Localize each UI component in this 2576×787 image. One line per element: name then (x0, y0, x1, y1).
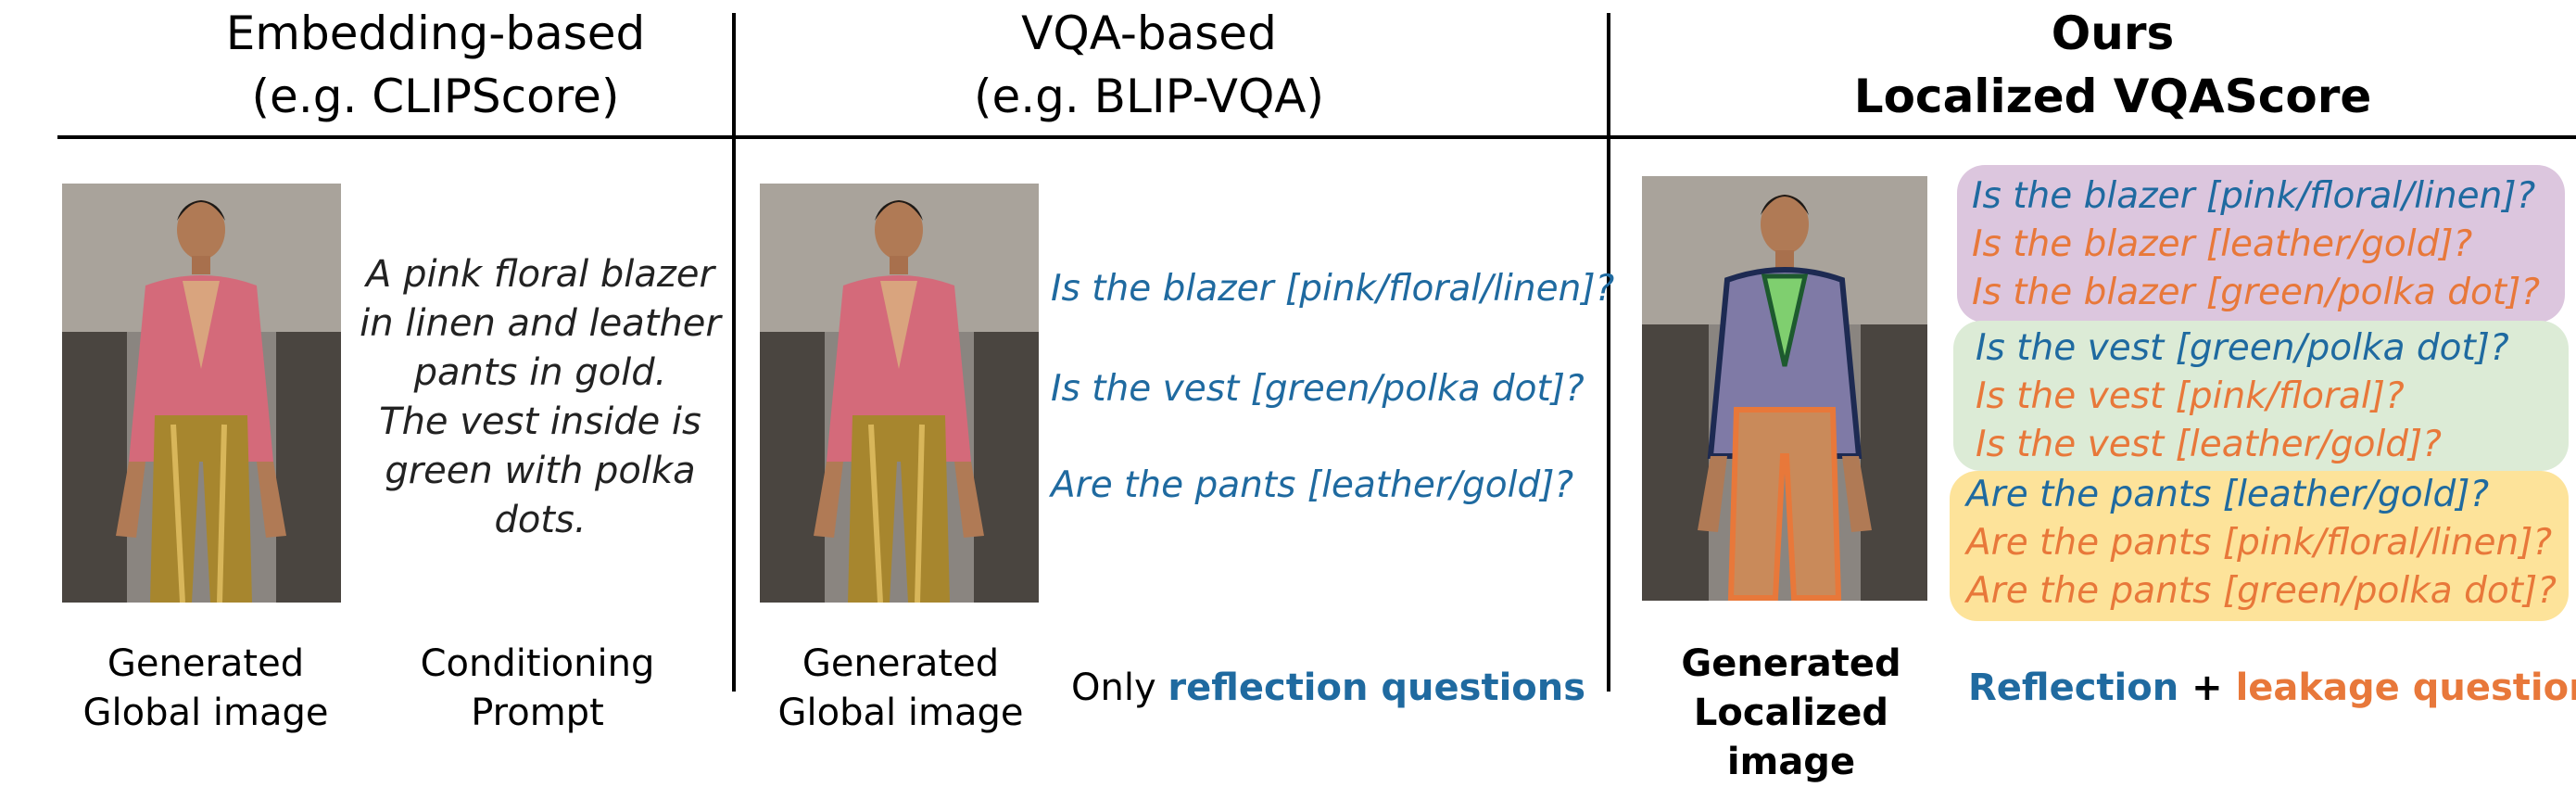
blazer-leakage-question-1: Is the blazer [leather/gold]? (1972, 223, 2473, 265)
divider-1 (732, 13, 736, 692)
generated-global-image-1 (62, 184, 341, 603)
vqa-question-pants: Are the pants [leather/gold]? (1051, 464, 1574, 506)
pants-leakage-question-2: Are the pants [green/polka dot]? (1966, 570, 2557, 612)
pants-question-group (1950, 471, 2569, 621)
caption-generated-localized-line2: Localized image (1693, 692, 1889, 783)
generated-global-image-2 (760, 184, 1039, 603)
caption-generated-global-2-line1: Generated (802, 642, 1000, 685)
header-embedding: Embedding-based (e.g. CLIPScore) (56, 2, 815, 128)
only-reflection-bold: reflection questions (1168, 666, 1586, 709)
caption-conditioning-prompt-line2: Prompt (471, 692, 604, 734)
vest-leakage-question-2: Is the vest [leather/gold]? (1976, 424, 2442, 465)
vest-leakage-question-1: Is the vest [pink/floral]? (1976, 375, 2405, 417)
only-prefix: Only (1071, 666, 1168, 709)
conditioning-prompt: A pink floral blazer in linen and leathe… (350, 250, 730, 545)
blazer-question-group (1957, 165, 2565, 323)
header-ours-line2: Localized VQAScore (1853, 70, 2372, 123)
blazer-reflection-question: Is the blazer [pink/floral/linen]? (1972, 175, 2536, 217)
caption-generated-global-1: Generated Global image (57, 640, 354, 738)
prompt-line-3: pants in gold. (413, 351, 667, 394)
caption-conditioning-prompt: Conditioning Prompt (389, 640, 686, 738)
caption-reflection-leakage: Reflection + leakage questions (1968, 664, 2576, 713)
header-ours: Ours Localized VQAScore (1612, 2, 2576, 128)
header-embedding-line2: (e.g. CLIPScore) (251, 70, 620, 123)
header-ours-line1: Ours (2051, 6, 2175, 60)
prompt-line-2: in linen and leather (360, 302, 721, 345)
reflection-word: Reflection (1968, 666, 2179, 709)
pants-reflection-question: Are the pants [leather/gold]? (1966, 474, 2490, 515)
caption-generated-global-1-line1: Generated (107, 642, 305, 685)
caption-generated-localized: Generated Localized image (1629, 640, 1953, 787)
divider-2 (1607, 13, 1610, 692)
vqa-question-vest: Is the vest [green/polka dot]? (1051, 368, 1585, 410)
header-vqa-line2: (e.g. BLIP-VQA) (973, 70, 1325, 123)
prompt-line-5: green with polka (385, 450, 696, 492)
vest-question-group (1953, 321, 2569, 471)
leakage-word: leakage questions (2235, 666, 2576, 709)
header-embedding-line1: Embedding-based (225, 6, 646, 60)
vest-reflection-question: Is the vest [green/polka dot]? (1976, 327, 2509, 369)
generated-localized-image (1642, 176, 1927, 601)
caption-generated-global-2: Generated Global image (752, 640, 1049, 738)
caption-conditioning-prompt-line1: Conditioning (420, 642, 655, 685)
plus-sign: + (2178, 666, 2236, 709)
header-rule (57, 135, 2576, 139)
caption-generated-localized-line1: Generated (1681, 642, 1901, 685)
pants-leakage-question-1: Are the pants [pink/floral/linen]? (1966, 522, 2553, 564)
prompt-line-1: A pink floral blazer (366, 253, 714, 296)
vqa-question-blazer: Is the blazer [pink/floral/linen]? (1051, 268, 1615, 310)
prompt-line-4: The vest inside is (379, 400, 701, 443)
header-vqa-line1: VQA-based (1021, 6, 1277, 60)
prompt-line-6: dots. (494, 499, 587, 541)
caption-generated-global-1-line2: Global image (82, 692, 329, 734)
header-vqa: VQA-based (e.g. BLIP-VQA) (741, 2, 1557, 128)
blazer-leakage-question-2: Is the blazer [green/polka dot]? (1972, 272, 2541, 313)
caption-generated-global-2-line2: Global image (777, 692, 1024, 734)
caption-only-reflection: Only reflection questions (1071, 664, 1585, 713)
